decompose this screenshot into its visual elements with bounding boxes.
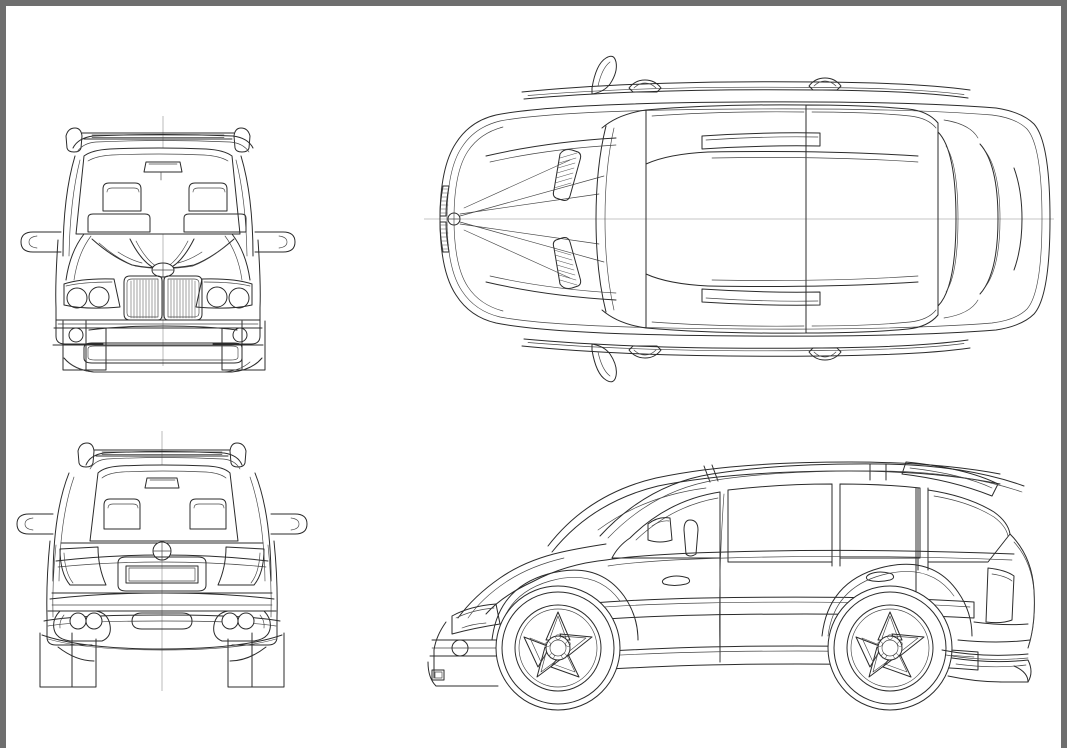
side-mirrors-rear [16, 513, 308, 535]
kidney-grille-plan [439, 185, 450, 253]
view-top-plan [424, 55, 1054, 383]
tail-lamp-left [59, 546, 107, 586]
license-plate-recess [117, 556, 207, 592]
door-handle-front [661, 575, 691, 586]
rear-end-side [947, 533, 1035, 683]
roof-spoiler [901, 461, 999, 497]
rear-bumper-side [941, 649, 1029, 660]
side-mirror-profile [647, 517, 673, 543]
side-molding [543, 596, 975, 626]
hood-vent-lower [552, 237, 582, 289]
view-front-elevation [6, 106, 326, 376]
rear-quarter-plan [943, 119, 979, 319]
rear-window [89, 464, 239, 542]
roof-panel [805, 104, 959, 334]
grille-slats-right [170, 279, 196, 319]
front-wheel [495, 585, 621, 711]
drawing-canvas [6, 6, 1061, 748]
tailgate-plan [979, 143, 1023, 295]
wheel-arches [491, 563, 973, 641]
exhaust-tips-right [213, 610, 271, 642]
fog-lamp-side [451, 639, 469, 657]
rocker-sill [567, 645, 979, 673]
rear-wheel-lugs [877, 634, 903, 659]
headlamp-cluster-left [63, 278, 121, 309]
rear-valance [57, 646, 267, 662]
side-roofline [599, 463, 1025, 539]
headlight-profile [451, 603, 501, 635]
headlamp-cluster-right [195, 278, 253, 309]
hood-vent-upper [552, 149, 582, 201]
exhaust-tips-left [53, 610, 111, 642]
door-handle-rear [865, 571, 895, 582]
rearview-mirror [143, 161, 183, 181]
tail-lamp-right [217, 546, 265, 586]
rear-wiper-housing [144, 477, 180, 489]
side-mirror-upper [591, 55, 617, 95]
front-end-side [427, 551, 607, 687]
tail-lamp-profile [985, 567, 1015, 624]
rear-tires [39, 632, 285, 688]
top-body-outline [439, 101, 1051, 337]
hood-crease-lines [459, 159, 605, 279]
grille-slats-left [130, 279, 156, 319]
steering-wheel [683, 519, 699, 557]
license-plate [125, 565, 199, 584]
front-seats [87, 213, 247, 233]
rear-wheel [827, 585, 953, 711]
beltline-side [561, 543, 1015, 567]
roof-rails-rear [77, 442, 247, 468]
cowl-line [595, 125, 615, 313]
kidney-grille [123, 275, 203, 321]
front-bumper [52, 319, 264, 373]
front-headrests [102, 182, 228, 212]
view-side-elevation [418, 426, 1058, 711]
roof-rails-side [547, 461, 1001, 553]
front-wheel-lugs [545, 634, 571, 659]
rear-headrests [103, 498, 227, 530]
beltline-lower [485, 273, 919, 301]
fog-lamp-left [68, 327, 84, 343]
beltline-upper [485, 137, 919, 165]
roof-and-pillars [62, 134, 254, 257]
roof-and-pillars-rear [52, 451, 272, 582]
bmw-roundel-badge-top [447, 212, 461, 226]
side-windows [611, 483, 1011, 571]
windshield [75, 147, 241, 235]
bmw-roundel-badge-front [151, 262, 175, 278]
side-mirrors [20, 231, 296, 253]
side-mirror-lower [591, 343, 617, 383]
fog-lamp-right [232, 327, 248, 343]
view-rear-elevation [6, 421, 326, 701]
bumper-center-recess [131, 612, 193, 630]
